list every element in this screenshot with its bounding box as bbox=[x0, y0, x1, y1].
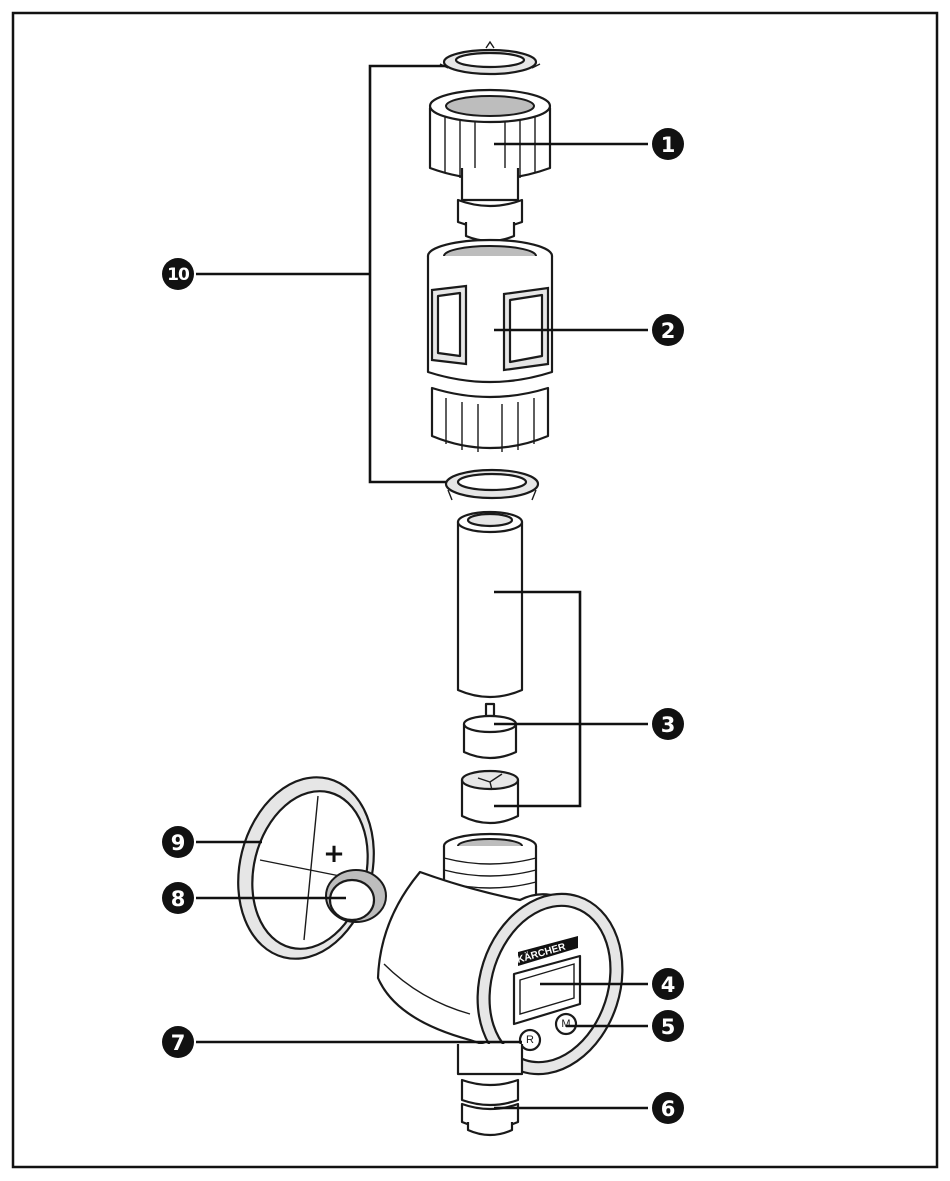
battery-polarity-mark: + bbox=[323, 839, 345, 869]
filter-tube bbox=[458, 512, 522, 697]
svg-text:5: 5 bbox=[661, 1015, 676, 1039]
filter-insert-lower bbox=[462, 771, 518, 823]
mode-button-label: M bbox=[561, 1018, 570, 1030]
svg-text:6: 6 bbox=[661, 1097, 676, 1121]
seal-ring-bottom bbox=[446, 470, 538, 500]
battery-disc bbox=[326, 870, 386, 922]
svg-text:4: 4 bbox=[661, 973, 676, 997]
svg-text:1: 1 bbox=[661, 133, 676, 157]
svg-text:7: 7 bbox=[171, 1031, 186, 1055]
callout-9: 9 bbox=[162, 826, 194, 858]
filter-insert-upper bbox=[464, 704, 516, 758]
svg-text:9: 9 bbox=[171, 831, 186, 855]
battery-cover bbox=[220, 763, 393, 973]
callout-10: 10 bbox=[162, 258, 194, 290]
callout-5: 5 bbox=[652, 1010, 684, 1042]
svg-text:8: 8 bbox=[171, 887, 186, 911]
callout-1: 1 bbox=[652, 128, 684, 160]
svg-text:3: 3 bbox=[661, 713, 676, 737]
reset-button-label: R bbox=[526, 1034, 534, 1046]
callout-8: 8 bbox=[162, 882, 194, 914]
tap-connector bbox=[430, 90, 550, 241]
callout-2: 2 bbox=[652, 314, 684, 346]
svg-text:10: 10 bbox=[167, 265, 190, 285]
callout-4: 4 bbox=[652, 968, 684, 1000]
callout-7: 7 bbox=[162, 1026, 194, 1058]
coupling-housing bbox=[428, 240, 552, 452]
callout-3: 3 bbox=[652, 708, 684, 740]
callout-6: 6 bbox=[652, 1092, 684, 1124]
svg-text:2: 2 bbox=[661, 319, 676, 343]
seal-ring-top bbox=[440, 42, 540, 74]
